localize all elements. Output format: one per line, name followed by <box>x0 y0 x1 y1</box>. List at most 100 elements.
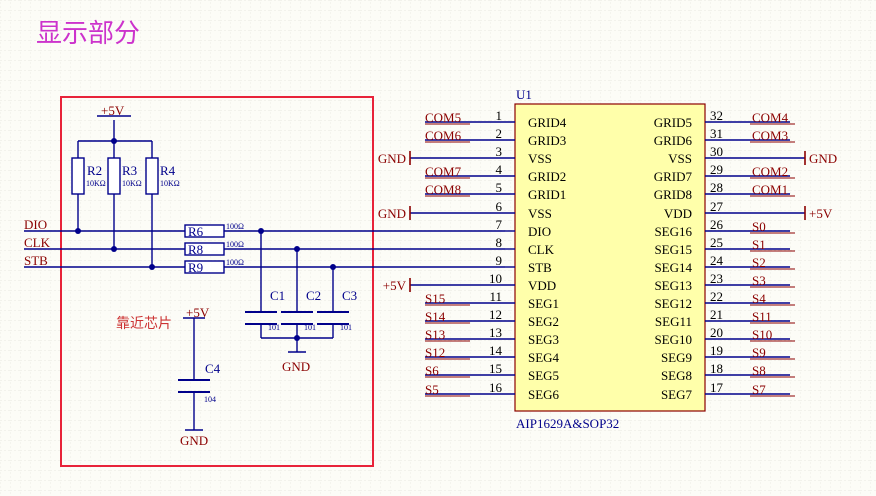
pin-name: CLK <box>528 242 555 257</box>
pin-name: DIO <box>528 224 551 239</box>
pin-number: 31 <box>710 126 723 141</box>
net-label-com7: COM7 <box>425 164 462 179</box>
resistor-r9[interactable] <box>184 260 225 274</box>
pin-name: SEG3 <box>528 332 559 347</box>
pin-number: 9 <box>496 253 503 268</box>
pin-number: 2 <box>496 126 503 141</box>
c2-ref: C2 <box>306 288 321 303</box>
pin-number: 10 <box>489 271 502 286</box>
pin-18[interactable]: S8 18 SEG8 <box>661 361 795 383</box>
pin-name: SEG2 <box>528 314 559 329</box>
pin-name: GRID7 <box>654 169 693 184</box>
net-label-s8: S8 <box>752 363 766 378</box>
resistor-r4[interactable] <box>145 157 159 195</box>
net-label-s13: S13 <box>425 327 445 342</box>
r2-value: 10KΩ <box>86 179 106 188</box>
pin-name: SEG8 <box>661 368 692 383</box>
pin-number: 5 <box>496 180 503 195</box>
chip-right-pins: COM432GRID5COM331GRID6GND30VSSCOM229GRID… <box>654 108 837 402</box>
resistor-r3[interactable] <box>107 157 121 195</box>
power-label: +5V <box>809 206 833 221</box>
capacitor-plates <box>178 311 349 393</box>
c1-value: 101 <box>268 323 280 332</box>
net-label-com5: COM5 <box>425 110 461 125</box>
pin-name: SEG12 <box>654 296 692 311</box>
net-label-com8: COM8 <box>425 182 461 197</box>
chip-designator: U1 <box>516 87 532 102</box>
pin-name: GRID5 <box>654 115 692 130</box>
pin-22[interactable]: S4 22 SEG12 <box>654 289 795 311</box>
pin-name: SEG4 <box>528 350 560 365</box>
resistor-r2[interactable] <box>71 157 85 195</box>
pin-number: 18 <box>710 361 723 376</box>
resistor-r6[interactable] <box>184 224 225 238</box>
net-label-s4: S4 <box>752 291 766 306</box>
pin-number: 26 <box>710 217 724 232</box>
net-label-com2: COM2 <box>752 164 788 179</box>
pin-number: 23 <box>710 271 723 286</box>
input-wiring <box>24 115 505 431</box>
pin-name: SEG6 <box>528 387 560 402</box>
stb-input-label: STB <box>24 253 48 268</box>
net-label-s14: S14 <box>425 309 446 324</box>
net-label-s11: S11 <box>752 309 772 324</box>
net-label-s6: S6 <box>425 363 439 378</box>
pin-name: VSS <box>528 206 552 221</box>
pin-number: 3 <box>496 144 503 159</box>
net-label-s10: S10 <box>752 327 772 342</box>
pin-name: SEG10 <box>654 332 692 347</box>
pin-number: 17 <box>710 380 724 395</box>
ground-label: GND <box>378 206 406 221</box>
net-label-s0: S0 <box>752 219 766 234</box>
pin-name: VDD <box>664 206 692 221</box>
r3-ref: R3 <box>122 163 137 178</box>
pin-name: SEG9 <box>661 350 692 365</box>
net-label-s15: S15 <box>425 291 445 306</box>
chip-body[interactable] <box>514 103 706 412</box>
pin-number: 15 <box>489 361 502 376</box>
r9-value: 100Ω <box>226 258 244 267</box>
c4-supply-label: +5V <box>186 305 210 320</box>
pin-number: 14 <box>489 343 503 358</box>
clk-input-label: CLK <box>24 235 51 250</box>
pin-name: GRID8 <box>654 187 692 202</box>
pin-number: 1 <box>496 108 503 123</box>
resistor-r8[interactable] <box>184 242 225 256</box>
pin-name: GRID3 <box>528 133 566 148</box>
pin-number: 21 <box>710 307 723 322</box>
net-label-com1: COM1 <box>752 182 788 197</box>
pin-number: 22 <box>710 289 723 304</box>
